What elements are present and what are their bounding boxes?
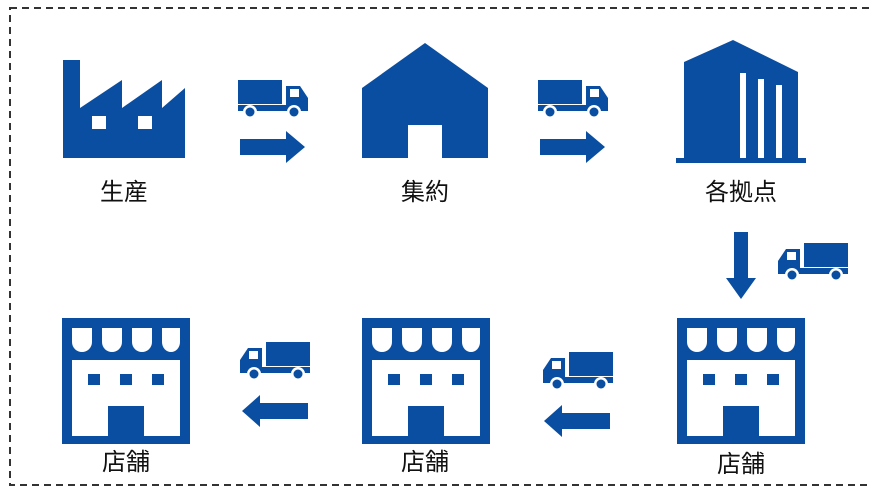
node-label-consolidation: 集約 [401, 178, 449, 206]
store-icon [677, 318, 805, 444]
arrow-left-icon [544, 405, 610, 437]
office-building-icon [676, 40, 806, 163]
store-icon [62, 318, 190, 444]
truck-icon [778, 243, 848, 282]
node-label-production: 生産 [100, 178, 148, 206]
truck-icon [543, 352, 613, 391]
store-icon [362, 318, 490, 444]
arrow-right-icon [240, 131, 305, 163]
truck-icon [238, 80, 308, 119]
arrow-left-icon [242, 395, 308, 427]
arrow-right-icon [540, 131, 605, 163]
node-label-store-right: 店舗 [717, 450, 765, 478]
factory-icon [63, 60, 185, 158]
node-label-store-left: 店舗 [102, 448, 150, 476]
arrow-down-icon [726, 232, 756, 299]
truck-icon [240, 342, 310, 381]
truck-icon [538, 80, 608, 119]
node-label-hubs: 各拠点 [705, 178, 777, 206]
warehouse-icon [362, 43, 488, 158]
node-label-store-middle: 店舗 [401, 448, 449, 476]
dashed-frame [9, 7, 869, 486]
